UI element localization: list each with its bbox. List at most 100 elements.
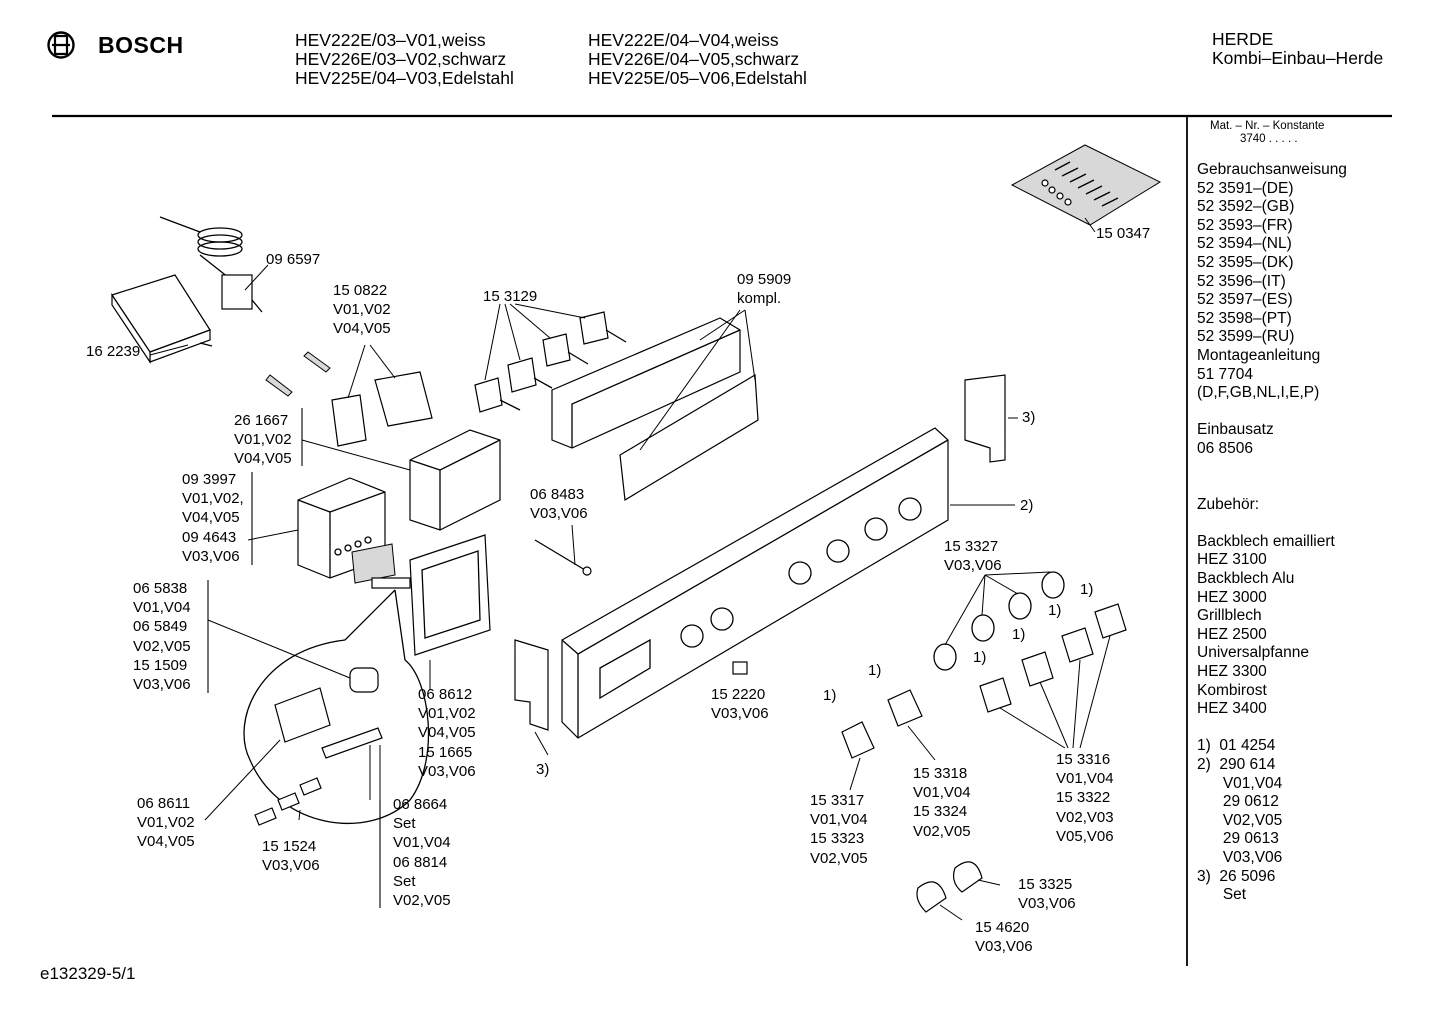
part-label-line: V02,V05 [810,849,868,867]
lamp-holder-part [265,351,433,447]
part-label-line: 06 8814 [393,853,448,871]
sidebar-line: 52 3598–(PT) [1197,309,1292,327]
sidebar-line: Universalpfanne [1197,644,1310,662]
part-label-line: V02,V05 [393,892,451,910]
part-label-line: 15 1509 [133,656,188,674]
part-label-line: 09 3997 [182,471,237,488]
sidebar-line: HEZ 3100 [1197,551,1267,569]
model-entry: HEV222E/03–V01,weiss [295,30,486,50]
part-label-line: 06 8611 [137,795,191,812]
part-label-line: V04,V05 [333,320,391,338]
part-label-line: 3) [1022,409,1036,426]
part-label-line: 15 4620 [975,919,1030,936]
reference-marker: 2) [1020,496,1033,515]
part-label-line: 15 3317 [810,792,865,809]
switch-rail-part [551,317,759,501]
part-label-line: 06 8612 [418,686,473,703]
sidebar-line: 29 0613 [1197,830,1279,848]
model-entry: HEV225E/05–V06,Edelstahl [588,68,807,88]
part-label: 15 0347 [1096,224,1150,243]
part-label-line: V01,V02 [333,301,391,319]
sidebar-line: Gebrauchsanweisung [1197,161,1347,178]
reference-marker: 1) [973,648,986,667]
part-label-line: V03,V06 [530,505,588,523]
sidebar-line: Montageanleitung [1197,346,1321,364]
part-label-line: V04,V05 [418,724,476,742]
part-label-line: 15 3316 [1056,751,1111,768]
part-label-line: 09 4643 [182,528,237,546]
sidebar-line: V02,V05 [1197,811,1283,829]
part-label-line: 1) [1048,602,1062,619]
part-label-line: 3) [536,761,550,778]
control-panel-front-part [561,427,949,739]
part-label-line: 15 3322 [1056,789,1111,807]
reference-marker: 1) [1080,580,1093,599]
sidebar-line: 52 3592–(GB) [1197,198,1295,216]
part-label-line: V02,V05 [133,637,191,655]
part-label-line: V01,V04 [913,784,971,802]
mat-number-header: Mat. – Nr. – Konstante 3740 . . . . . [1210,120,1325,145]
sidebar-line: 52 3599–(RU) [1197,328,1295,346]
part-label-line: 1) [823,687,837,704]
sidebar-line: Kombirost [1197,681,1267,699]
sidebar-line: V01,V04 [1197,774,1283,792]
part-label: 09 6597 [266,250,320,269]
part-label-line: V03,V06 [262,857,320,875]
bosch-armature-icon [47,31,75,59]
sidebar-line: Set [1197,886,1247,904]
model-entry: HEV226E/03–V02,schwarz [295,49,507,69]
control-knob-part [979,603,1127,713]
model-entry: HEV226E/04–V05,schwarz [588,49,800,69]
part-label-line: V02,V05 [913,822,971,840]
mat-number-value: 3740 . . . . . [1240,133,1298,145]
part-label: 16 2239 [86,342,140,361]
part-label-line: 1) [973,649,987,666]
category-line: Kombi–Einbau–Herde [1212,48,1384,68]
sidebar-line: 2) 290 614 [1197,756,1276,773]
sidebar-line: HEZ 3400 [1197,700,1267,718]
part-label-line: V04,V05 [182,509,240,527]
category-line: HERDE [1212,29,1274,49]
sidebar-line: 52 3595–(DK) [1197,253,1294,271]
part-label-line: 09 6597 [266,251,321,268]
detail-callout [243,589,430,826]
part-label-line: V03,V06 [711,705,769,723]
part-label-line: 2) [1020,497,1034,514]
part-label-line: V03,V06 [182,547,240,565]
sidebar-line: Zubehör: [1197,495,1260,513]
part-label-line: 06 5849 [133,618,188,636]
part-label-line: Set [393,872,416,890]
part-label-line: 1) [868,662,882,679]
part-label-line: 26 1667 [234,412,289,429]
sidebar-line: 3) 26 5096 [1197,867,1276,885]
part-label-line: kompl. [737,290,782,308]
part-label-line: V04,V05 [234,450,292,468]
document-id: e132329-5/1 [40,964,136,983]
sidebar-line: HEZ 2500 [1197,625,1267,643]
sidebar-line: 29 0612 [1197,793,1279,811]
reference-marker: 3) [536,760,549,779]
sidebar-line: 52 3593–(FR) [1197,216,1293,234]
part-label-line: 15 1524 [262,838,317,855]
sidebar-line: V03,V06 [1197,848,1283,866]
part-label-line: V02,V03 [1056,808,1114,826]
brand-name: BOSCH [98,31,184,58]
knob-cover-part [916,861,983,913]
sidebar-line: HEZ 3000 [1197,588,1267,606]
model-entry: HEV225E/04–V03,Edelstahl [295,68,514,88]
part-label-line: 15 1665 [418,743,473,761]
control-frame-part [409,534,491,656]
part-label-line: 16 2239 [86,343,141,360]
small-knob-part [841,689,923,759]
thermostat-part [159,216,263,313]
part-label-line: 1) [1080,581,1094,598]
